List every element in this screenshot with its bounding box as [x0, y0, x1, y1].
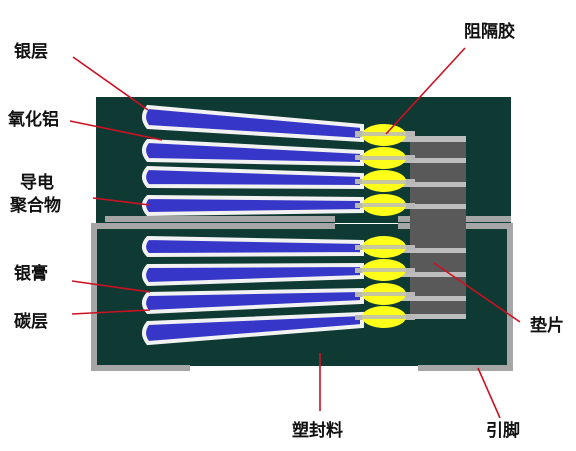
glue-lead-overlay-4 [362, 203, 406, 207]
glue-lead-overlay-1 [362, 132, 406, 136]
label-conductive-polymer-line1: 导电 [20, 173, 54, 193]
anode-finger-3 [142, 165, 364, 190]
pad-block [410, 137, 466, 319]
pad-stripe-6 [396, 272, 466, 277]
anode-finger-7 [142, 287, 364, 315]
label-lead-pin: 引脚 [486, 421, 520, 441]
label-aluminum-oxide: 氧化铝 [8, 110, 59, 130]
pad-stripe-4 [396, 204, 466, 209]
label-plastic-mold: 塑封料 [292, 421, 343, 441]
glue-lead-overlays [362, 132, 406, 319]
anode-finger-2 [142, 138, 364, 167]
pad-stripe-1 [396, 136, 466, 142]
top-lead-strip [105, 216, 335, 222]
glue-lead-overlay-6 [362, 268, 406, 272]
glue-lead-overlay-5 [362, 245, 406, 249]
leader-silver-paste [71, 280, 151, 293]
label-barrier-glue: 阻隔胶 [464, 22, 515, 42]
anode-finger-6 [142, 262, 364, 287]
leader-barrier-glue [385, 47, 466, 135]
left-lead-frame [91, 223, 335, 371]
label-pad: 垫片 [530, 316, 564, 336]
leader-aluminum-oxide [69, 120, 163, 141]
leader-lead-pin [477, 367, 501, 419]
anode-finger-4 [142, 194, 364, 217]
leader-conductive-polymer [92, 197, 151, 206]
pad-stripe-5 [396, 248, 466, 253]
anode-finger-8 [142, 311, 364, 346]
pad-stripe-8 [396, 314, 466, 319]
glue-lead-overlay-2 [362, 156, 406, 160]
label-silver-paste: 银膏 [14, 264, 48, 284]
pad-stripe-3 [396, 182, 466, 187]
glue-lead-overlay-8 [362, 315, 406, 319]
label-conductive-polymer-line2: 聚合物 [10, 196, 61, 216]
glue-lead-overlay-3 [362, 180, 406, 184]
upper-anode-fingers [142, 104, 364, 217]
leader-silver-layer [72, 56, 149, 111]
lower-anode-fingers [142, 235, 364, 346]
leader-lines [69, 47, 521, 419]
label-silver-layer: 银层 [14, 42, 48, 62]
glue-lead-overlay-7 [362, 292, 406, 296]
label-carbon-layer: 碳层 [14, 312, 48, 332]
pad-stripe-2 [396, 158, 466, 163]
anode-finger-1 [142, 104, 364, 143]
leader-carbon-layer [71, 309, 151, 315]
leader-pad [433, 262, 521, 323]
pad-stripe-7 [396, 296, 466, 301]
anode-finger-5 [142, 235, 364, 258]
